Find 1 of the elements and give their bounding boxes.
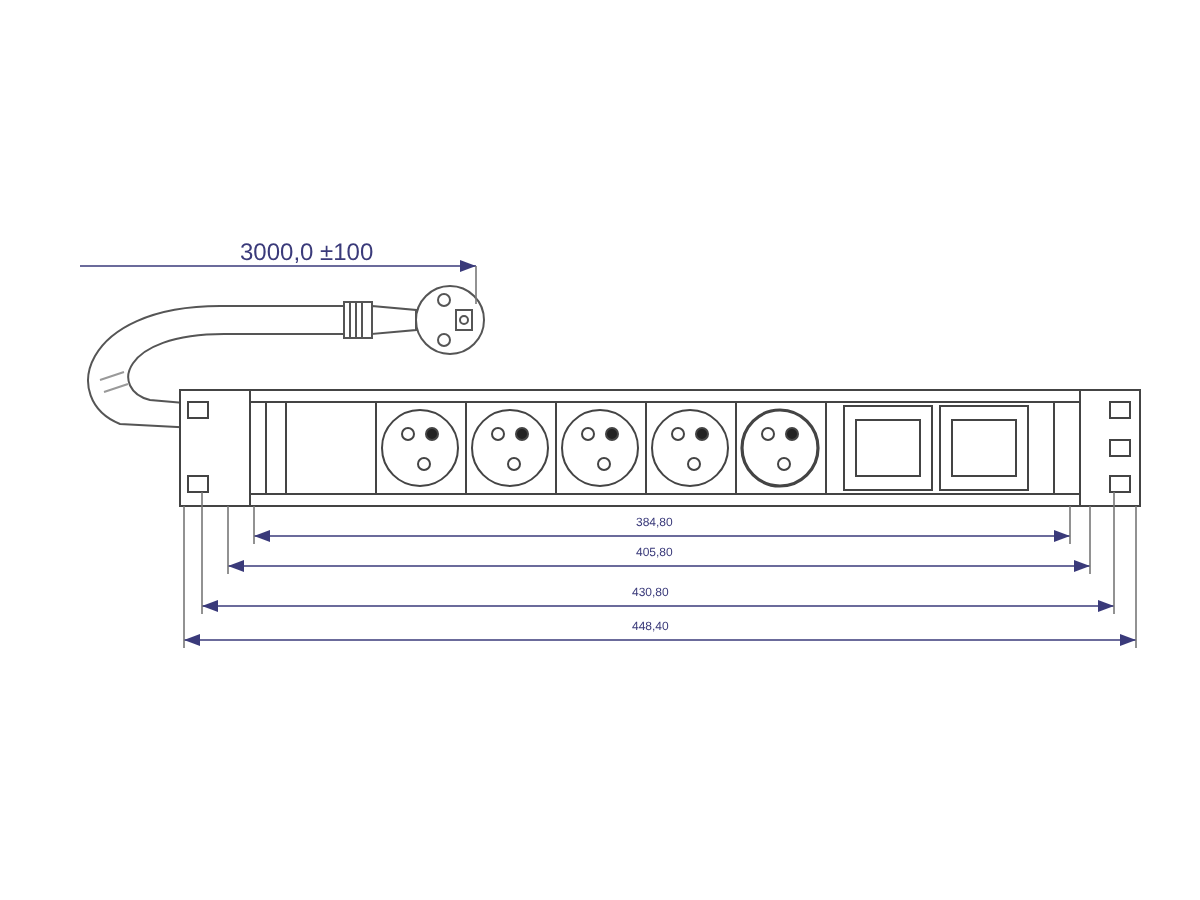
- dimension-label: 3000,0 ±100: [240, 240, 374, 264]
